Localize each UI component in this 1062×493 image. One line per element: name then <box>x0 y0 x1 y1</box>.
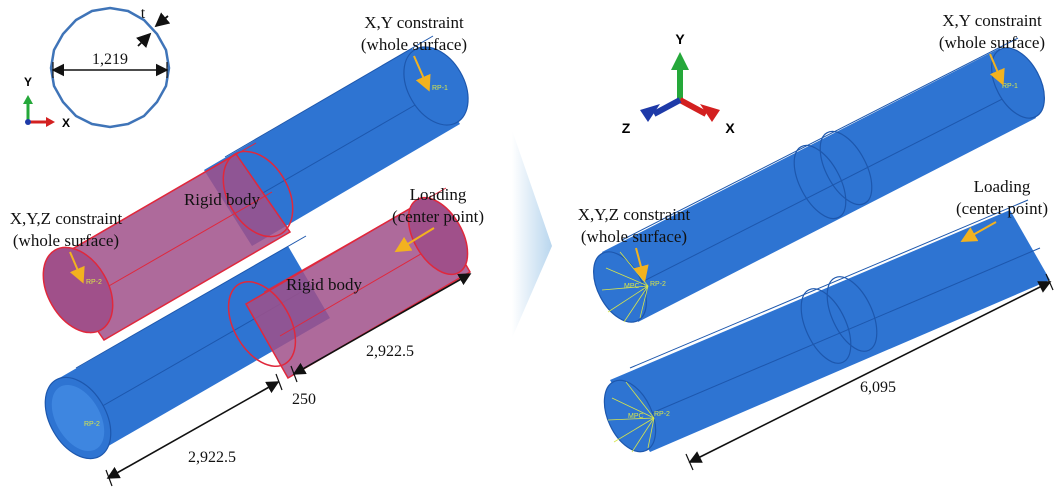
left-segment-dimension-line <box>106 381 280 479</box>
pipe-section-outline <box>49 6 171 129</box>
xyz-constraint-arrow <box>69 251 85 284</box>
z-axis-arrow <box>652 97 682 117</box>
length-dimension: 6,095 <box>860 379 896 396</box>
y-axis-label: Y <box>24 75 32 89</box>
pipe-joint-ring <box>819 130 873 206</box>
z-axis-label: Z <box>622 120 631 136</box>
transition-arrow <box>512 130 552 338</box>
pipe-edge-line <box>241 85 449 206</box>
mpc-label-top: MPC <box>624 283 640 290</box>
ref-point-rp1: RP-1 <box>432 85 448 92</box>
x-axis-arrow <box>678 97 708 117</box>
xy-constraint-sublabel: (whole surface) <box>361 35 467 54</box>
rigid-body-ring <box>227 281 297 367</box>
ref-point-rp1: RP-1 <box>1002 83 1018 90</box>
dimension-tick <box>1045 273 1054 291</box>
xyz-constraint-sublabel: (whole surface) <box>13 231 119 250</box>
rigid-body-label-lower: Rigid body <box>286 275 363 294</box>
rigid-body-end-cap <box>407 196 469 276</box>
thickness-label: t <box>141 5 146 22</box>
upper-rigid-body: RP-2 <box>42 142 294 341</box>
loading-arrow <box>394 227 435 253</box>
xyz-constraint-sublabel: (whole surface) <box>581 227 687 246</box>
rigid-body-label-upper: Rigid body <box>184 190 261 209</box>
pipe-edge-line <box>629 85 1029 289</box>
xy-constraint-sublabel: (whole surface) <box>939 33 1045 52</box>
z-axis-head <box>640 104 660 122</box>
pipe-end-cap <box>991 47 1045 119</box>
x-axis-head <box>700 104 720 122</box>
x-axis-label: X <box>725 120 735 136</box>
rigid-edge-line <box>69 142 257 251</box>
right-axes-triad: Y X Z <box>622 31 736 136</box>
left-segment-dimension: 2,922.5 <box>188 449 236 466</box>
upper-left-pipe: RP-1 <box>204 35 469 246</box>
ref-point-rp2-bottom: RP-2 <box>84 421 100 428</box>
xy-constraint-label: X,Y constraint <box>364 13 464 32</box>
xy-constraint-arrow <box>989 53 1005 86</box>
gap-dimension: 250 <box>292 391 316 408</box>
x-axis-label: X <box>62 116 70 130</box>
right-segment-dimension-line <box>292 273 472 375</box>
z-axis-dot <box>25 119 31 125</box>
loading-label: Loading <box>974 177 1031 196</box>
y-axis-label: Y <box>675 31 685 47</box>
diameter-label: 1,219 <box>92 51 128 68</box>
pipe-edge-line <box>224 35 434 158</box>
dimension-tick <box>275 373 283 391</box>
xyz-constraint-label: X,Y,Z constraint <box>10 209 123 228</box>
dimension-tick <box>685 453 694 471</box>
length-dimension-line <box>688 281 1052 463</box>
ref-point-rp2-top: RP-2 <box>86 279 102 286</box>
loading-arrow <box>960 221 997 242</box>
dimension-tick <box>290 365 298 383</box>
thickness-arrow-in <box>135 32 152 49</box>
rigid-edge-line <box>87 191 273 299</box>
loading-sublabel: (center point) <box>392 207 484 226</box>
xyz-constraint-label: X,Y,Z constraint <box>578 205 691 224</box>
pipe-end-inner <box>51 384 105 452</box>
left-axes-triad: Y X <box>23 75 70 130</box>
xy-constraint-arrow <box>413 55 431 92</box>
mpc-spokes-bottom <box>607 381 655 453</box>
pipe-edge-line <box>621 37 1019 241</box>
thickness-arrow-out <box>154 12 171 28</box>
ref-point-rp2-top: RP-2 <box>650 281 666 288</box>
rigid-body-ring <box>222 150 294 238</box>
pipe-body <box>602 48 1036 322</box>
dimension-tick <box>105 469 113 487</box>
pipe-edge-line <box>75 235 307 369</box>
rigid-body-end-cap <box>42 246 114 334</box>
pipe-end-cap <box>603 379 657 453</box>
y-axis-head <box>23 95 33 104</box>
right-segment-dimension: 2,922.5 <box>366 343 414 360</box>
loading-sublabel: (center point) <box>956 199 1048 218</box>
loading-label: Loading <box>410 185 467 204</box>
y-axis-head <box>671 52 689 70</box>
ref-point-rp2-bottom: RP-2 <box>654 411 670 418</box>
pipe-joint-ring <box>793 144 847 220</box>
xyz-constraint-arrow <box>633 247 649 282</box>
x-axis-head <box>46 117 55 127</box>
xy-constraint-label: X,Y constraint <box>942 11 1042 30</box>
cross-section: 1,219 t <box>49 5 171 129</box>
pipe-end-cap <box>403 46 469 126</box>
pipe-body <box>204 48 460 246</box>
mpc-label-bottom: MPC <box>628 413 644 420</box>
